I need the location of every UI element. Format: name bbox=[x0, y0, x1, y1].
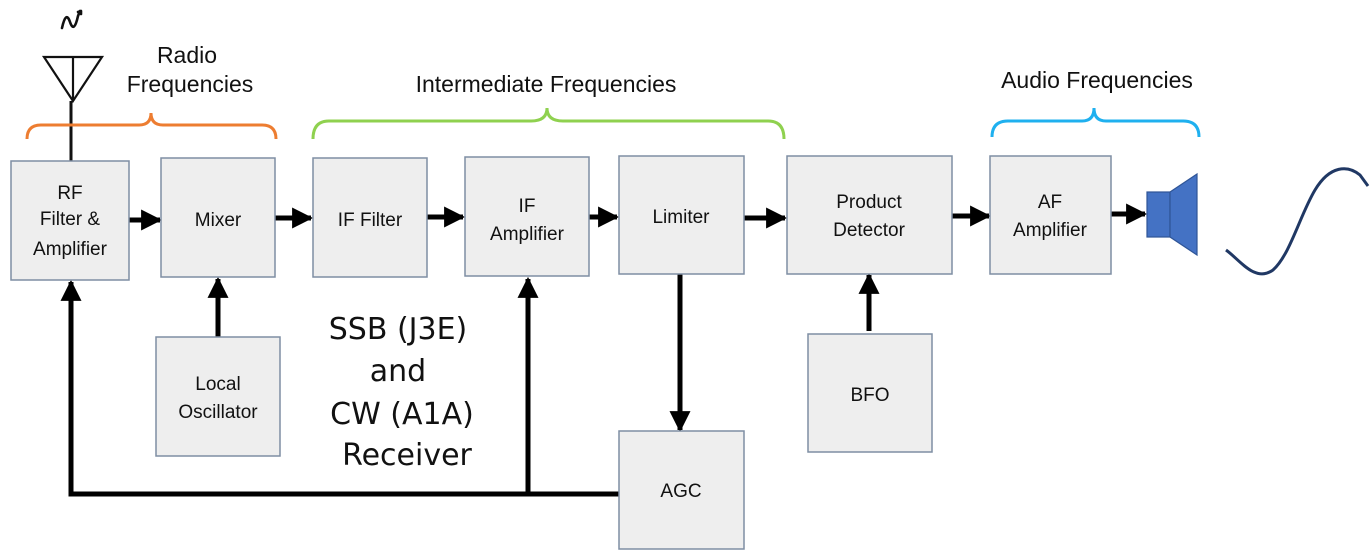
detector-line1: Product bbox=[836, 192, 902, 213]
rf-block-line2: Filter & bbox=[40, 209, 101, 230]
af-band-label: Audio Frequencies bbox=[1001, 67, 1193, 93]
limiter-label: Limiter bbox=[652, 207, 710, 228]
small-sine-icon bbox=[60, 9, 83, 30]
detector-line2: Detector bbox=[833, 220, 905, 241]
af-amplifier-block: AF Amplifier bbox=[989, 155, 1112, 275]
af-band-bracket bbox=[990, 107, 1201, 138]
rf-band-label-line1: Radio bbox=[157, 42, 217, 68]
audio-sine-wave-icon bbox=[1225, 167, 1370, 276]
rf-band-bracket bbox=[25, 112, 278, 140]
bfo-label: BFO bbox=[850, 385, 889, 406]
af-amp-line1: AF bbox=[1038, 192, 1062, 213]
bfo-block: BFO bbox=[807, 333, 933, 453]
rf-block-line3: Amplifier bbox=[33, 239, 108, 260]
title-line2: and bbox=[370, 354, 426, 389]
lo-line2: Oscillator bbox=[178, 402, 258, 423]
rf-filter-amplifier-block: RF Filter & Amplifier bbox=[10, 160, 130, 281]
title-line4: Receiver bbox=[342, 438, 472, 473]
local-oscillator-block: Local Oscillator bbox=[155, 336, 281, 457]
product-detector-block: Product Detector bbox=[786, 155, 953, 275]
if-amplifier-block: IF Amplifier bbox=[464, 156, 590, 277]
agc-block: AGC bbox=[618, 430, 745, 550]
if-band-label: Intermediate Frequencies bbox=[416, 71, 677, 97]
agc-label: AGC bbox=[660, 481, 701, 502]
rf-band-label-line2: Frequencies bbox=[127, 71, 254, 97]
mixer-block: Mixer bbox=[160, 157, 276, 278]
speaker-icon bbox=[1146, 172, 1198, 257]
antenna-icon bbox=[41, 55, 105, 162]
rf-block-line1: RF bbox=[57, 183, 82, 204]
agc-feedback-to-rf bbox=[60, 279, 619, 497]
limiter-block: Limiter bbox=[618, 155, 745, 275]
if-amp-line1: IF bbox=[519, 196, 536, 217]
lo-line1: Local bbox=[195, 374, 240, 395]
af-amp-line2: Amplifier bbox=[1013, 220, 1088, 241]
title-line1: SSB (J3E) bbox=[329, 312, 468, 347]
if-amp-line2: Amplifier bbox=[490, 224, 565, 245]
mixer-label: Mixer bbox=[195, 210, 242, 231]
title-line3: CW (A1A) bbox=[330, 397, 474, 432]
if-band-bracket bbox=[311, 107, 786, 140]
if-filter-block: IF Filter bbox=[312, 157, 428, 278]
if-filter-label: IF Filter bbox=[338, 210, 403, 231]
